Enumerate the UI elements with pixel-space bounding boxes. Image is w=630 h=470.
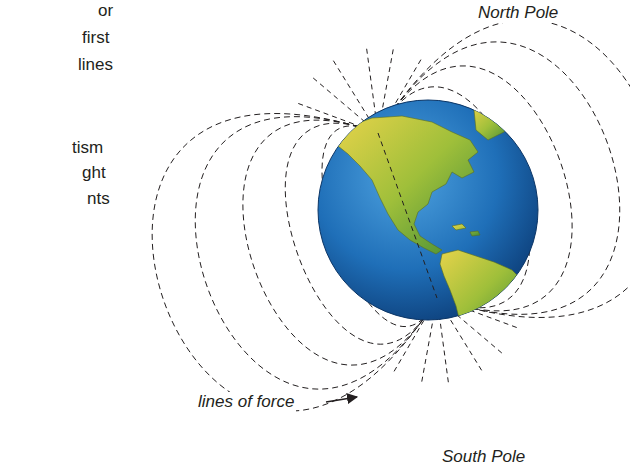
callout-label: lines of force [196, 392, 296, 412]
text-fragment: first [80, 28, 111, 48]
text-fragment: nts [85, 189, 112, 209]
caribbean [452, 224, 480, 236]
pole-label: North Pole [476, 3, 560, 23]
pole-label: South Pole [440, 447, 527, 467]
field-lines [152, 20, 630, 411]
text-fragment: tism [70, 138, 105, 158]
south-america [440, 250, 524, 334]
north-america [338, 116, 478, 254]
leader-arrow [326, 397, 357, 402]
greenland [474, 104, 512, 140]
globe [318, 100, 538, 334]
text-fragment: or [96, 1, 115, 21]
magnetic-axis [378, 133, 437, 298]
text-fragment: ght [80, 163, 108, 183]
text-fragment: lines [76, 55, 115, 75]
